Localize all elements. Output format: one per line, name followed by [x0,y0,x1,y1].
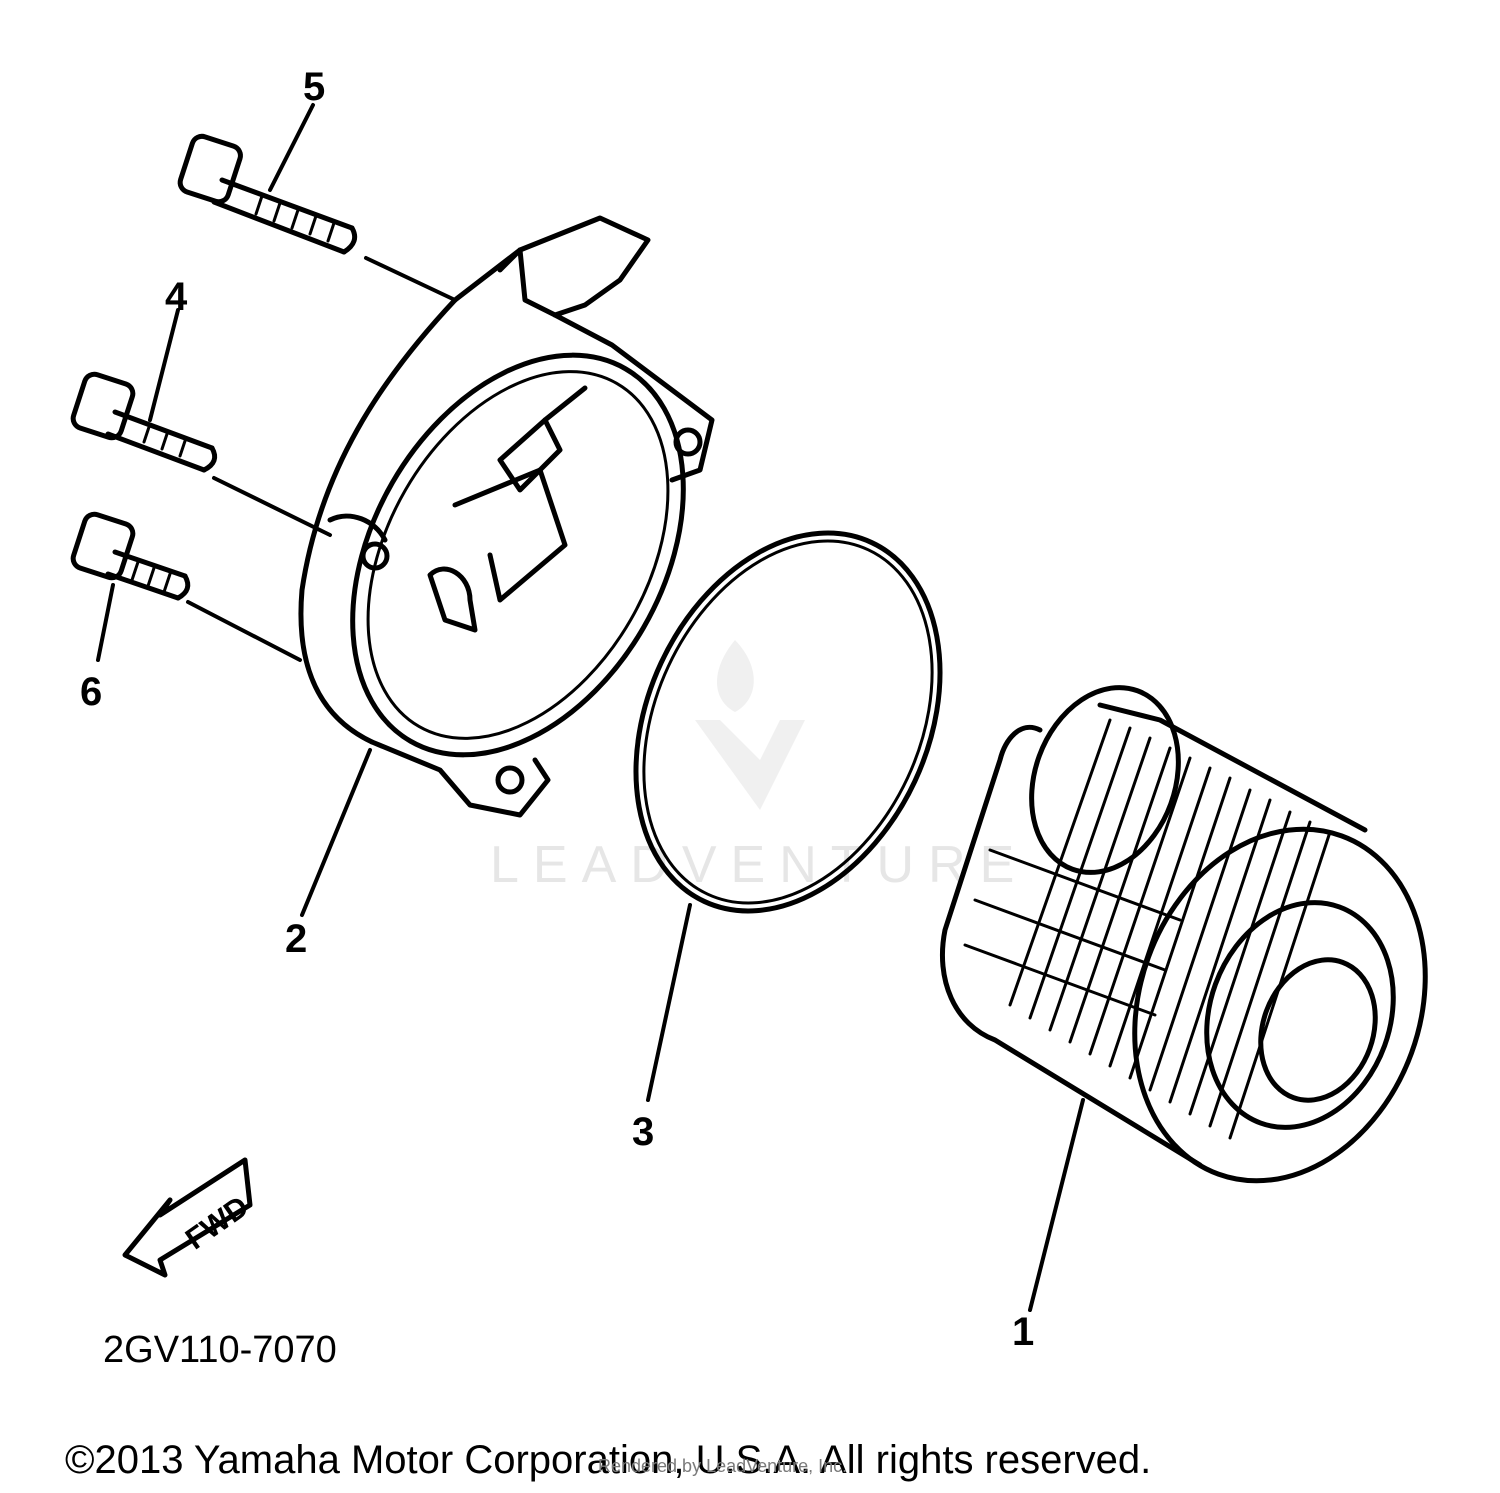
leader-lines [96,103,1085,1312]
watermark-overlay: Rendered by LeadVenture, Inc. [598,1456,847,1476]
flame-v-logo [695,640,805,810]
o-ring-icon [633,530,943,914]
oil-filter-element-icon [939,685,1428,1184]
callout-o-ring: 3 [632,1110,654,1154]
callout-bolt-top: 5 [303,65,325,109]
copyright-notice: ©2013 Yamaha Motor Corporation, U.S.A. A… [65,1438,1151,1482]
watermark-brand: LEADVENTURE [490,836,1028,894]
forward-arrow-icon: FWD [122,1157,255,1278]
callout-cover: 2 [285,917,307,961]
bolt-low-icon [70,511,191,601]
diagram-code: 2GV110-7070 [103,1329,337,1371]
callout-bolt-mid: 4 [165,275,188,319]
bolt-mid-icon [70,371,218,473]
callout-filter: 1 [1012,1310,1034,1354]
oil-filter-cover-icon [298,215,715,818]
callout-bolt-low: 6 [80,670,102,714]
forward-label: FWD [180,1190,255,1256]
bolt-top-icon [177,133,358,255]
